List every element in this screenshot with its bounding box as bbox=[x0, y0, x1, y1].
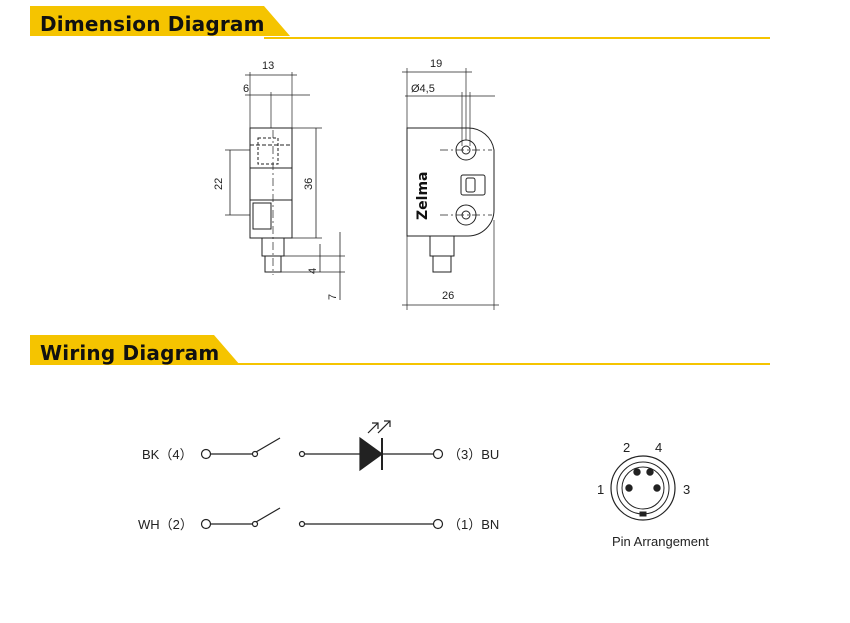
pin-label-2: 2 bbox=[623, 440, 630, 455]
dimension-diagram-header: Dimension Diagram bbox=[0, 3, 850, 43]
dim-22: 22 bbox=[213, 178, 225, 190]
terminal-wh bbox=[200, 518, 212, 530]
led-diode bbox=[359, 436, 384, 472]
pin-2 bbox=[633, 468, 641, 476]
pin-label-3: 3 bbox=[683, 482, 690, 497]
led-window bbox=[460, 174, 486, 196]
dim-hole-diameter: Ø4,5 bbox=[411, 83, 435, 95]
pin-label-1: 1 bbox=[597, 482, 604, 497]
header-banner-wire bbox=[30, 335, 240, 365]
pin-3 bbox=[653, 484, 661, 492]
terminal-bu bbox=[432, 448, 444, 460]
connector-outer bbox=[610, 455, 676, 521]
terminal-bn bbox=[432, 518, 444, 530]
pin-arrangement bbox=[610, 455, 676, 521]
dim-7: 7 bbox=[327, 294, 339, 300]
pin-label-4: 4 bbox=[655, 440, 662, 455]
side-view bbox=[225, 72, 345, 300]
dim-19: 19 bbox=[430, 58, 442, 70]
side-cable bbox=[264, 255, 282, 273]
pin-4 bbox=[646, 468, 654, 476]
switch-bottom bbox=[255, 507, 281, 523]
front-body bbox=[406, 127, 495, 237]
dim-26: 26 bbox=[442, 290, 454, 302]
pin-arrangement-caption: Pin Arrangement bbox=[612, 534, 709, 549]
brand-label: Zelma bbox=[415, 172, 431, 220]
dimension-title: Dimension Diagram bbox=[40, 12, 265, 36]
header-banner-dim bbox=[30, 6, 290, 36]
dimension-drawing: 13 6 22 36 4 7 19 Ø4,5 Zelma 26 bbox=[213, 58, 499, 310]
label-wh: WH（2） bbox=[138, 517, 193, 532]
dim-36: 36 bbox=[303, 178, 315, 190]
label-bk: BK（4） bbox=[142, 447, 193, 462]
dim-13: 13 bbox=[262, 60, 274, 72]
terminal-bk bbox=[200, 448, 212, 460]
label-bn: （1）BN bbox=[448, 517, 499, 532]
wiring-diagram-header: Wiring Diagram bbox=[0, 332, 850, 372]
wiring-title: Wiring Diagram bbox=[40, 341, 220, 365]
label-bu: （3）BU bbox=[448, 447, 499, 462]
dim-4: 4 bbox=[307, 268, 319, 274]
switch-top bbox=[255, 437, 281, 453]
dim-6: 6 bbox=[243, 83, 249, 95]
pin-1 bbox=[625, 484, 633, 492]
front-view bbox=[402, 68, 499, 310]
